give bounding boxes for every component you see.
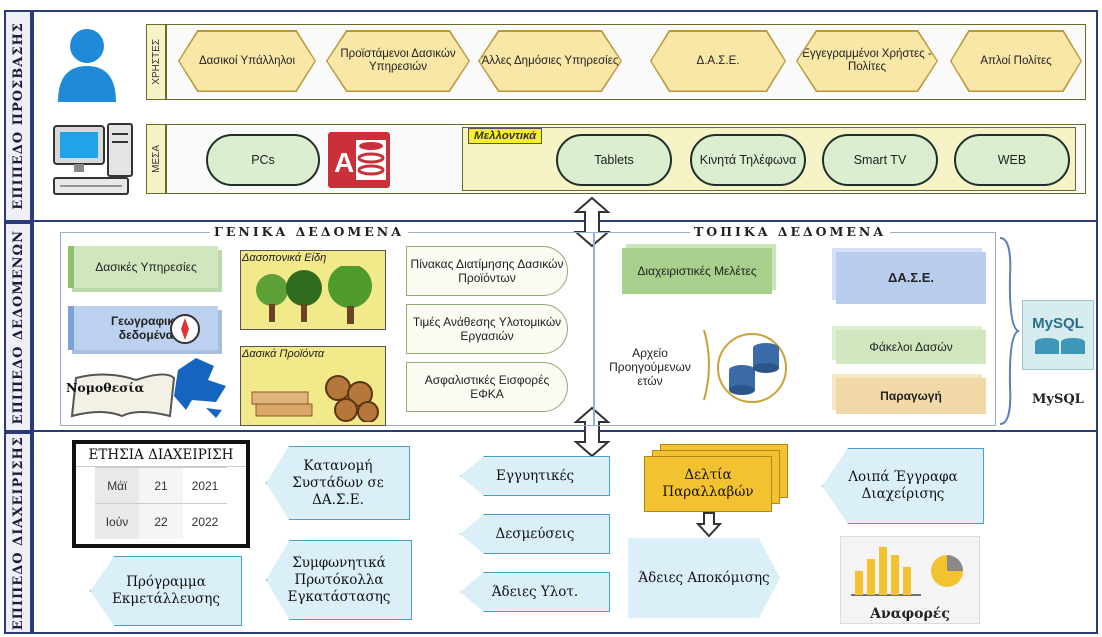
reports-label: Αναφορές	[870, 606, 950, 622]
computer-icon	[53, 123, 133, 195]
access-level-label: ΕΠΙΠΕΔΟ ΠΡΟΣΒΑΣΗΣ	[10, 22, 26, 210]
logging-permits-callout: Άδειες Υλοτ.	[460, 572, 610, 612]
annual-management-title: ΕΤΗΣΙΑ ΔΙΑΧΕΙΡΙΣΗ	[76, 444, 246, 467]
reports-chart-icon	[851, 547, 963, 596]
data-band	[32, 222, 1098, 432]
table-row: Μάϊ 21 2021	[95, 467, 227, 504]
mysql-logo: MySQL	[1022, 300, 1094, 370]
distribution-callout: Κατανομή Συστάδων σε ΔΑ.Σ.Ε.	[266, 446, 410, 520]
legislation-label: Νομοθεσία	[66, 380, 145, 395]
pcs-pill: PCs	[206, 134, 320, 186]
data-level-label: ΕΠΙΠΕΔΟ ΔΕΔΟΜΕΝΩΝ	[10, 229, 26, 425]
table-row: Ιούν 22 2022	[95, 503, 227, 539]
management-level-sidebar: ΕΠΙΠΕΔΟ ΔΙΑΧΕΙΡΙΣΗΣ	[4, 432, 32, 634]
annual-management-table: ΕΤΗΣΙΑ ΔΙΑΧΕΙΡΙΣΗ Μάϊ 21 2021 Ιούν 22 20…	[72, 440, 250, 548]
down-arrow-icon	[696, 512, 722, 538]
mysql-label: MySQL	[1032, 392, 1084, 407]
efka-contributions-tab: Ασφαλιστικές Εισφορές ΕΦΚΑ	[406, 362, 568, 412]
annual-table-body: Μάϊ 21 2021 Ιούν 22 2022	[95, 467, 227, 539]
archive-label: Αρχείο Προηγούμενων ετών	[609, 346, 691, 388]
mysql-logo-text: MySQL	[1032, 315, 1084, 332]
future-label: Μελλοντικά	[468, 128, 543, 144]
price-table-tab: Πίνακας Διατίμησης Δασικών Προϊόντων	[406, 246, 568, 296]
user-hex-forest-employees: Δασικοί Υπάλληλοι	[178, 30, 316, 92]
svg-text:A: A	[334, 147, 354, 178]
mobile-phones-pill: Κινητά Τηλέφωνα	[690, 134, 806, 186]
database-icon	[1035, 338, 1085, 354]
user-hex-registered: Εγγεγραμμένοι Χρήστες - Πολίτες	[796, 30, 938, 92]
user-icon	[58, 29, 116, 102]
receipts-doc: Δελτία Παραλλαβών	[644, 456, 772, 512]
tablets-pill: Tablets	[556, 134, 672, 186]
logs-icon	[251, 375, 379, 422]
management-level-label: ΕΠΙΠΕΔΟ ΔΙΑΧΕΙΡΙΣΗΣ	[10, 435, 26, 631]
agreements-callout: Συμφωνητικά Πρωτόκολλα Εγκατάστασης	[266, 540, 412, 620]
table-cell: 2021	[183, 467, 227, 504]
access-band	[32, 10, 1098, 222]
dase-doc: ΔΑ.Σ.Ε.	[836, 252, 986, 304]
double-arrow-access-data	[573, 196, 611, 248]
web-pill: WEB	[954, 134, 1070, 186]
local-data-title: ΤΟΠΙΚΑ ΔΕΔΟΜΕΝΑ	[690, 224, 891, 239]
management-studies-doc: Διαχειριστικές Μελέτες	[622, 248, 772, 294]
user-hex-other-services: Άλλες Δημόσιες Υπηρεσίες	[478, 30, 622, 92]
means-strip: ΜΕΣΑ	[146, 124, 166, 194]
database-app-icon: A	[328, 132, 390, 188]
guarantees-callout: Εγγυητικές	[460, 456, 610, 496]
forest-folders-doc: Φάκελοι Δασών	[836, 330, 986, 364]
legislation-map-icon	[70, 358, 226, 418]
archive-db-icon	[703, 329, 787, 403]
table-cell: 2022	[183, 503, 227, 539]
user-hex-dase: Δ.Α.Σ.Ε.	[650, 30, 786, 92]
means-strip-label: ΜΕΣΑ	[150, 145, 162, 173]
removal-permits-callout: Άδειες Αποκόμισης	[628, 538, 780, 618]
reports-card: Αναφορές	[840, 536, 980, 624]
commitments-callout: Δεσμεύσεις	[460, 514, 610, 554]
brace-icon	[999, 237, 1020, 425]
user-hex-service-heads: Προϊστάμενοι Δασικών Υπηρεσιών	[326, 30, 470, 92]
compass-icon	[170, 314, 200, 344]
data-level-sidebar: ΕΠΙΠΕΔΟ ΔΕΔΟΜΕΝΩΝ	[4, 222, 32, 432]
production-doc: Παραγωγή	[836, 378, 986, 414]
exploitation-program-callout: Πρόγραμμα Εκμετάλλευσης	[90, 556, 242, 626]
access-level-sidebar: ΕΠΙΠΕΔΟ ΠΡΟΣΒΑΣΗΣ	[4, 10, 32, 222]
diagram-frame	[32, 10, 1098, 634]
user-hex-citizens: Απλοί Πολίτες	[950, 30, 1082, 92]
forest-products-label: Δασικά Προϊόντα	[242, 348, 325, 360]
geo-data-doc: Γεωγραφικά δεδομένα	[68, 306, 218, 350]
users-strip: ΧΡΗΣΤΕΣ	[146, 24, 166, 100]
general-data-title: ΓΕΝΙΚΑ ΔΕΔΟΜΕΝΑ	[210, 224, 408, 239]
forest-services-doc: Δασικές Υπηρεσίες	[68, 246, 218, 288]
logging-rates-tab: Τιμές Ανάθεσης Υλοτομικών Εργασιών	[406, 304, 568, 354]
other-docs-callout: Λοιπά Έγγραφα Διαχείρισης	[822, 448, 984, 524]
table-cell: Ιούν	[95, 503, 139, 539]
trees-icon	[256, 266, 372, 324]
users-strip-label: ΧΡΗΣΤΕΣ	[150, 39, 162, 85]
table-cell: Μάϊ	[95, 467, 139, 504]
smart-tv-pill: Smart TV	[822, 134, 938, 186]
geo-data-label: Γεωγραφικά δεδομένα	[110, 314, 182, 342]
forest-species-label: Δασοπονικά Είδη	[242, 252, 327, 264]
table-cell: 22	[139, 503, 183, 539]
table-cell: 21	[139, 467, 183, 504]
